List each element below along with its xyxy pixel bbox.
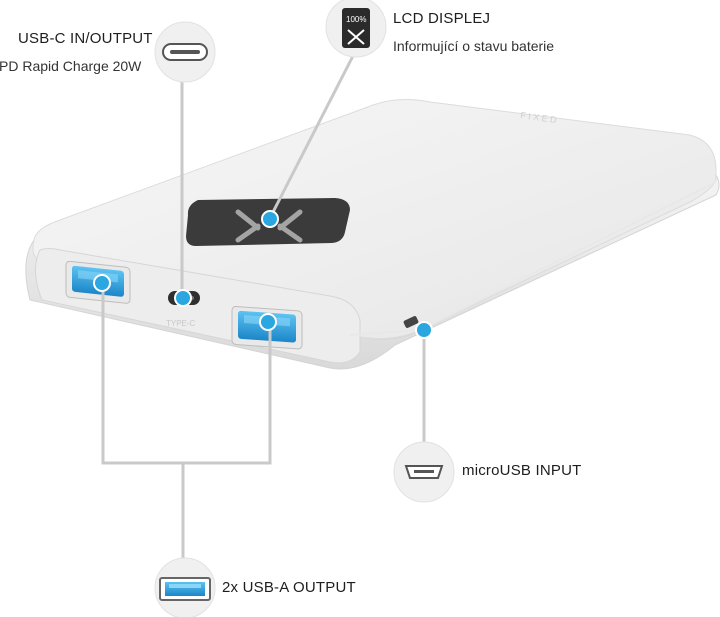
- power-bank-body: F I X E D: [25, 99, 720, 370]
- micro-usb-port-icon: [393, 441, 455, 503]
- port-label: TYPE-C: [166, 319, 196, 328]
- hotspot-dots: [93, 210, 433, 339]
- micro-usb-title: microUSB INPUT: [462, 462, 582, 479]
- callout-lines: [101, 51, 426, 563]
- lcd-display-icon: 100%: [325, 0, 387, 58]
- lcd-subtitle: Informující o stavu baterie: [393, 38, 555, 54]
- usb-c-port-icon: [154, 21, 216, 83]
- usb-c-subtitle: PD Rapid Charge 20W: [0, 58, 142, 74]
- lcd-icon-value: 100%: [346, 15, 366, 24]
- micro-usb-port: [403, 316, 419, 328]
- usb-a-title: 2x USB-A OUTPUT: [222, 579, 356, 596]
- usb-a-port-icon: [154, 557, 216, 617]
- lcd-title: LCD DISPLEJ: [393, 10, 491, 27]
- usb-c-title: USB-C IN/OUTPUT: [18, 30, 153, 47]
